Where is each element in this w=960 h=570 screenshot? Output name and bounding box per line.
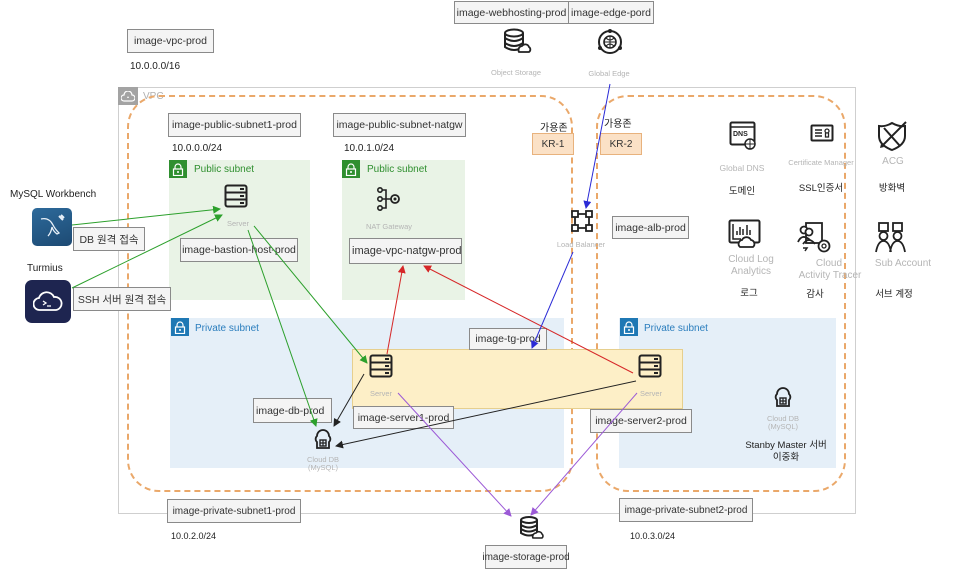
server2-tag: image-server2-prod bbox=[590, 409, 692, 433]
server1-icon bbox=[369, 354, 393, 378]
global-edge-caption: Global Edge bbox=[588, 69, 630, 78]
cloud-db1-caption-2: (MySQL) bbox=[308, 463, 338, 472]
certificate-manager-caption: Certificate Manager bbox=[788, 158, 854, 167]
sub-account-korean: 서브 계정 bbox=[875, 289, 913, 300]
mysql-workbench-title: MySQL Workbench bbox=[10, 189, 97, 200]
server1-caption: Server bbox=[369, 389, 393, 398]
dolphin-icon bbox=[40, 214, 65, 237]
public-subnet-natgw-tag: image-public-subnet-natgw bbox=[333, 113, 466, 137]
acg-caption: ACG bbox=[882, 156, 904, 167]
log-analytics-korean: 로그 bbox=[740, 288, 758, 299]
vpc-cidr: 10.0.0.0/16 bbox=[130, 61, 181, 72]
bastion-server-caption: Server bbox=[226, 219, 250, 228]
webhosting-tag: image-webhosting-prod bbox=[454, 1, 569, 24]
lock-icon bbox=[342, 160, 360, 178]
az-name-kr1: KR-1 bbox=[532, 133, 574, 155]
public-subnet-natgw-cidr: 10.0.1.0/24 bbox=[344, 143, 395, 154]
nat-gateway-caption: NAT Gateway bbox=[366, 222, 412, 231]
standby-note-2: 이중화 bbox=[772, 452, 800, 463]
activity-tracer-caption-2: Activity Tracer bbox=[798, 270, 862, 281]
server2-icon bbox=[638, 354, 662, 378]
activity-tracer-caption-1: Cloud bbox=[815, 258, 843, 269]
alb-tag: image-alb-prod bbox=[612, 216, 689, 239]
log-analytics-caption-2: Analytics bbox=[730, 266, 772, 277]
log-analytics-icon bbox=[728, 219, 761, 248]
lock-icon bbox=[620, 318, 638, 336]
cloud-db2-caption-1: Cloud DB bbox=[766, 414, 800, 423]
ssh-remote-access-label: SSH 서버 원격 접속 bbox=[73, 287, 171, 311]
db-tag: image-db-prod bbox=[253, 398, 332, 423]
storage-icon bbox=[520, 516, 544, 539]
target-group bbox=[352, 349, 683, 409]
az-label-kr2: 가용존 bbox=[604, 119, 632, 130]
public-subnet1-title: Public subnet bbox=[194, 164, 255, 175]
acg-korean: 방화벽 bbox=[878, 183, 906, 194]
global-dns-korean: 도메인 bbox=[728, 186, 756, 197]
object-storage-icon bbox=[504, 28, 532, 53]
db-remote-access-label: DB 원격 접속 bbox=[73, 227, 145, 251]
cloud-db-standby-icon bbox=[774, 387, 792, 407]
object-storage-caption: Object Storage bbox=[490, 68, 542, 77]
sub-account-caption: Sub Account bbox=[874, 258, 932, 269]
private-subnet1-tag: image-private-subnet1-prod bbox=[167, 499, 301, 523]
sub-account-icon bbox=[875, 222, 906, 253]
cloud-db2-caption-2: (MySQL) bbox=[768, 422, 798, 431]
activity-tracer-icon bbox=[797, 222, 831, 253]
load-balancer-caption: Load Balancer bbox=[556, 240, 606, 249]
private-subnet2-title: Private subnet bbox=[644, 323, 708, 334]
lock-icon bbox=[171, 318, 189, 336]
edge-tag: image-edge-pord bbox=[568, 1, 654, 24]
cloud-icon bbox=[121, 90, 135, 102]
log-analytics-caption-1: Cloud Log bbox=[728, 254, 774, 265]
private-subnet2-tag: image-private-subnet2-prod bbox=[619, 498, 753, 522]
public-subnet1 bbox=[169, 160, 310, 300]
global-edge-icon bbox=[598, 29, 622, 54]
dns-icon: DNS bbox=[729, 121, 756, 150]
public-subnet1-tag: image-public-subnet1-prod bbox=[168, 113, 301, 137]
shield-icon bbox=[878, 121, 907, 152]
mysql-workbench-icon[interactable] bbox=[32, 208, 72, 246]
load-balancer-icon bbox=[571, 210, 593, 232]
turmius-icon[interactable] bbox=[25, 280, 71, 323]
server2-caption: Server bbox=[639, 389, 663, 398]
activity-tracer-korean: 감사 bbox=[806, 289, 824, 300]
private-subnet1-title: Private subnet bbox=[195, 323, 259, 334]
natgw-tag: image-vpc-natgw-prod bbox=[349, 238, 462, 264]
turmius-title: Turmius bbox=[27, 263, 63, 274]
certificate-manager-korean: SSL인증서 bbox=[798, 183, 844, 194]
target-group-tag: image-tg-prod bbox=[469, 328, 547, 350]
terminal-cloud-icon bbox=[33, 290, 63, 311]
certificate-icon bbox=[810, 124, 834, 142]
public-subnet1-cidr: 10.0.0.0/24 bbox=[172, 143, 223, 154]
standby-note-1: Stanby Master 서버 bbox=[745, 440, 827, 451]
svg-text:DNS: DNS bbox=[733, 131, 748, 138]
vpc-name-tag: image-vpc-prod bbox=[127, 29, 214, 53]
global-dns-caption: Global DNS bbox=[719, 163, 765, 173]
private-subnet2-cidr: 10.0.3.0/24 bbox=[630, 531, 676, 541]
vpc-cloud-badge bbox=[118, 87, 138, 105]
private-subnet1-cidr: 10.0.2.0/24 bbox=[171, 531, 217, 541]
storage-tag: image-storage-prod bbox=[482, 545, 570, 569]
bastion-server-icon bbox=[224, 184, 248, 208]
az-name-kr2: KR-2 bbox=[600, 133, 642, 155]
bastion-host-tag: image-bastion-host-prod bbox=[180, 238, 298, 262]
server1-tag: image-server1-prod bbox=[353, 406, 454, 429]
cloud-db1-caption-1: Cloud DB bbox=[306, 455, 340, 464]
public-subnet-natgw-title: Public subnet bbox=[367, 164, 428, 175]
cloud-db-icon bbox=[314, 429, 332, 449]
lock-icon bbox=[169, 160, 187, 178]
nat-gateway-icon bbox=[376, 187, 400, 211]
az-label-kr1: 가용존 bbox=[540, 123, 568, 134]
